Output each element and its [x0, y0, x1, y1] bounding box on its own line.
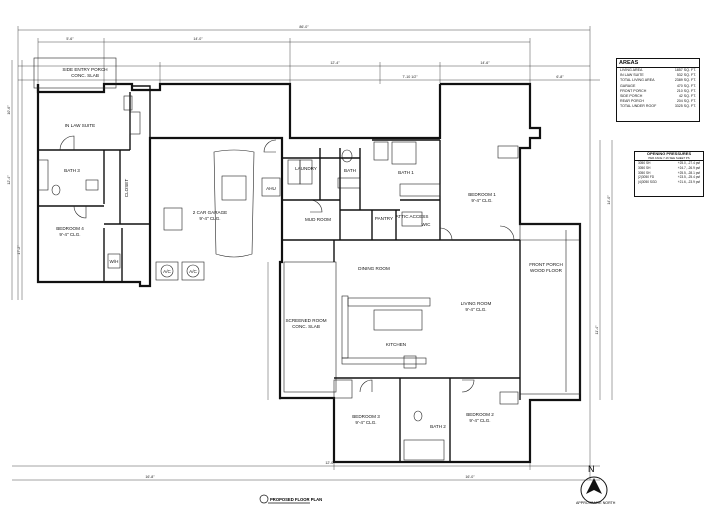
- dim-right-b: 11'-4": [595, 325, 599, 335]
- dim-left-c: 17'-2": [17, 245, 21, 255]
- dim-overall: 86'-0": [299, 25, 309, 29]
- room-label-living-room-clg: 9'-4" CLG.: [465, 307, 486, 312]
- north-letter: N: [588, 464, 595, 474]
- dim-top-b: 14'-0": [193, 37, 203, 41]
- opening-row: 3050 SH+24.7, -26.9 psf: [638, 165, 700, 170]
- room-label-wic: WIC: [422, 222, 432, 227]
- room-label-bedroom3: BEDROOM 3: [352, 414, 380, 419]
- room-label-garage: 2 CAR GARAGE: [193, 210, 227, 215]
- dim-bottom-b: 12'-0": [325, 461, 335, 465]
- opening-pressures-subtitle: PER ASCE 7-16 SEE SHEET PS: [635, 156, 703, 161]
- room-label-side-entry-porch-sub: CONC. SLAB: [71, 73, 99, 78]
- room-label-bath2: BATH 2: [430, 424, 446, 429]
- areas-title: AREAS: [617, 59, 699, 68]
- room-label-closet: CLOSET: [124, 179, 129, 198]
- dimension-lines: [11, 26, 613, 481]
- label-ac-2: A/C: [189, 269, 197, 274]
- label-water-heater: W/H: [110, 259, 119, 264]
- dim-bottom-c: 16'-0": [465, 475, 475, 479]
- plan-title: PROPOSED FLOOR PLAN: [270, 497, 323, 502]
- room-label-living-room: LIVING ROOM: [461, 301, 492, 306]
- room-label-bedroom1-clg: 9'-4" CLG.: [471, 198, 492, 203]
- room-label-front-porch-sub: WOOD FLOOR: [530, 268, 563, 273]
- room-label-bedroom2-clg: 9'-4" CLG.: [469, 418, 490, 423]
- dim-top-e: 14'-6": [480, 61, 490, 65]
- room-label-front-porch: FRONT PORCH: [529, 262, 563, 267]
- room-label-bedroom4-clg: 9'-4" CLG.: [59, 232, 80, 237]
- room-label-screened-room: SCREENED ROOM: [285, 318, 326, 323]
- dim-top-f: 6'-8": [556, 75, 564, 79]
- label-ac-1: A/C: [163, 269, 171, 274]
- opening-pressures-title: OPENING PRESSURES: [646, 151, 692, 156]
- room-label-bath3: BATH 3: [64, 168, 80, 173]
- room-label-kitchen: KITCHEN: [386, 342, 406, 347]
- dim-top-d: 7'-10 1/2": [402, 75, 418, 79]
- north-arrow-icon: [580, 476, 608, 504]
- room-label-bedroom3-clg: 9'-4" CLG.: [355, 420, 376, 425]
- opening-row: (4)3050 SGD+21.6, -23.9 psf: [638, 180, 700, 185]
- opening-pressures-table: OPENING PRESSURES PER ASCE 7-16 SEE SHEE…: [634, 151, 704, 197]
- opening-row: 3050 SH+25.5, -28.1 psf: [638, 170, 700, 175]
- room-label-bath: BATH: [344, 168, 356, 173]
- porches: [33, 57, 581, 395]
- room-label-bath1: BATH 1: [398, 170, 414, 175]
- room-label-pantry: PANTRY: [375, 216, 393, 221]
- room-label-bedroom4: BEDROOM 4: [56, 226, 84, 231]
- dim-left-b: 12'-4": [7, 175, 11, 185]
- room-label-garage-clg: 9'-4" CLG.: [199, 216, 220, 221]
- room-label-screened-room-sub: CONC. SLAB: [292, 324, 320, 329]
- room-label-bedroom2: BEDROOM 2: [466, 412, 494, 417]
- title-marker-icon: [259, 494, 310, 504]
- dimension-labels: 86'-0" 5'-6" 14'-0" 12'-4" 7'-10 1/2" 14…: [7, 25, 611, 479]
- room-labels: IN LAW SUITE SIDE ENTRY PORCH CONC. SLAB…: [56, 67, 563, 429]
- fixtures: [37, 95, 519, 461]
- room-label-dining-room: DINING ROOM: [358, 266, 390, 271]
- dim-right-a: 14'-0": [607, 195, 611, 205]
- room-label-side-entry-porch: SIDE ENTRY PORCH: [62, 67, 107, 72]
- room-label-attic-access: ATTIC ACCESS: [396, 214, 429, 219]
- interior-walls: [38, 92, 521, 462]
- dim-top-a: 5'-6": [66, 37, 74, 41]
- doors: [59, 135, 515, 393]
- room-label-mud-room: MUD ROOM: [305, 217, 331, 222]
- opening-row: 3050 SH+25.0, -27.4 psf: [638, 161, 700, 165]
- dim-left-a: 10'-6": [7, 105, 11, 115]
- dim-top-c: 12'-4": [330, 61, 340, 65]
- dim-bottom-a: 16'-8": [145, 475, 155, 479]
- north-caption: APPROXIMATE NORTH: [576, 501, 616, 505]
- room-label-in-law-suite: IN LAW SUITE: [65, 123, 95, 128]
- opening-row: (2)3050 FD+23.5, -25.4 psf: [638, 175, 700, 180]
- room-label-ahu: AHU: [266, 186, 276, 191]
- exterior-walls: [36, 82, 582, 464]
- room-label-bedroom1: BEDROOM 1: [468, 192, 496, 197]
- room-label-laundry: LAUNDRY: [295, 166, 317, 171]
